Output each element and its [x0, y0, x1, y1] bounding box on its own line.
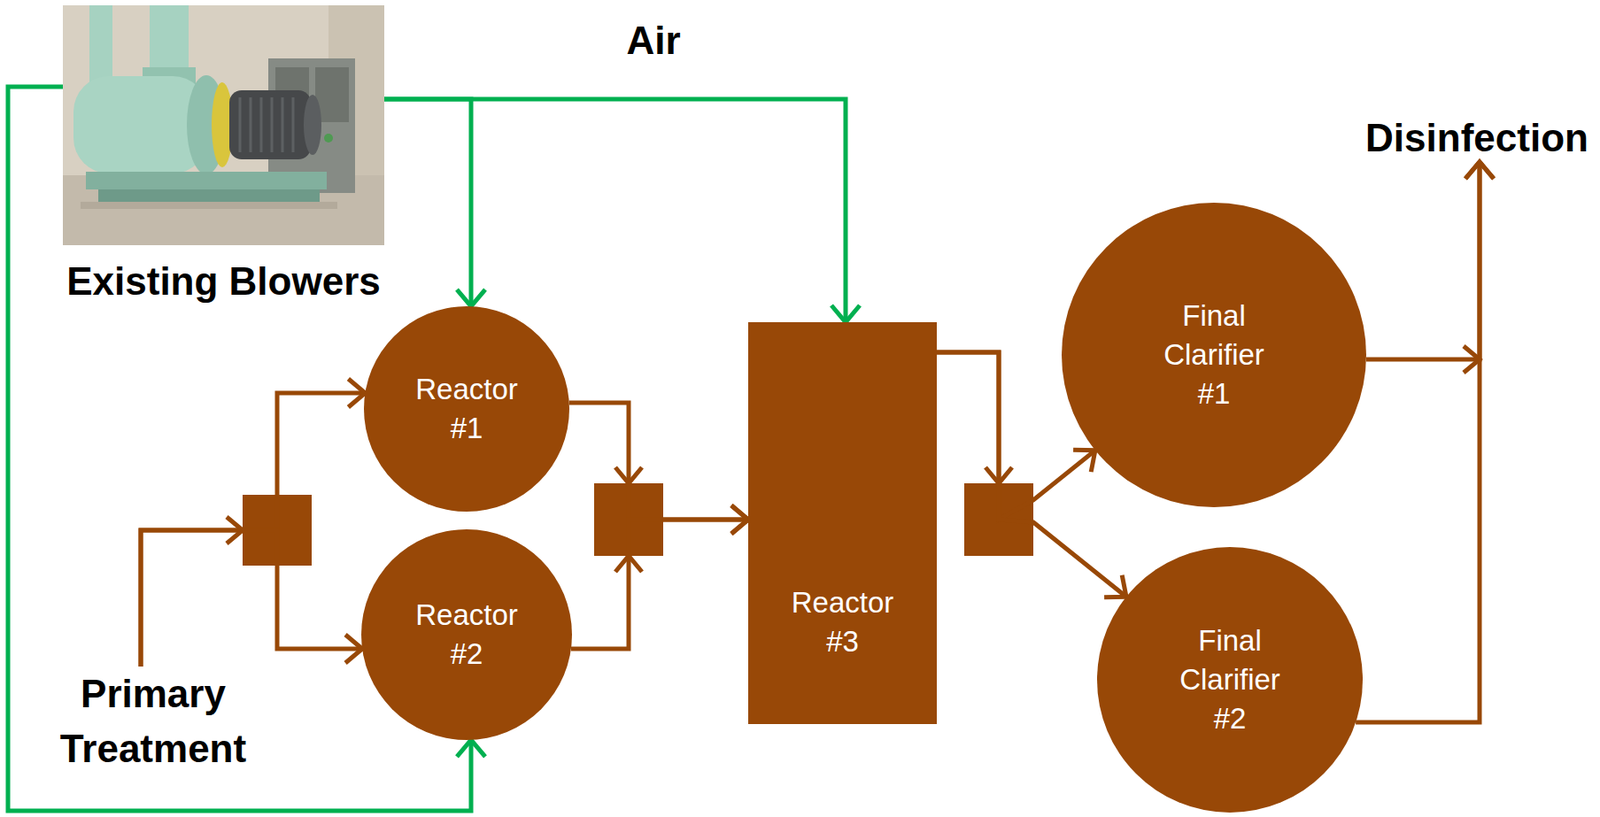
- flow-label: Air: [626, 17, 681, 65]
- circle-fill: [1061, 202, 1367, 508]
- stage-label: Existing Blowers: [66, 258, 381, 306]
- arrowhead: [1073, 449, 1096, 472]
- circle-fill: [1097, 547, 1363, 813]
- flow-connector: [140, 530, 363, 667]
- flow-connector: [140, 378, 365, 667]
- reactor-circle: Reactor #2: [361, 529, 572, 741]
- source-label: Primary Treatment: [60, 666, 247, 776]
- reactor-circle: Reactor #1: [363, 306, 570, 512]
- clarifier-circle: Final Clarifier #2: [1097, 547, 1363, 813]
- destination-label: Disinfection: [1365, 115, 1589, 163]
- flow-connector: [1366, 162, 1494, 360]
- reactor-tank: Reactor #3: [748, 322, 937, 725]
- connector-line: [140, 530, 363, 667]
- unit-name: Reactor #3: [791, 583, 895, 662]
- arrowhead: [1465, 162, 1494, 179]
- photo-motor-end: [303, 94, 322, 155]
- stage-label: Disinfection: [1365, 115, 1589, 163]
- arrowhead: [456, 289, 486, 307]
- unit-name: Final Clarifier #1: [1163, 296, 1265, 414]
- photo-motor-ribs: [239, 97, 294, 153]
- photo-shadow: [80, 201, 338, 209]
- flow-connector: [571, 505, 749, 650]
- arrowhead: [347, 378, 365, 408]
- connector-line: [140, 393, 365, 667]
- connector-line: [384, 99, 846, 323]
- label-holder: Air: [626, 17, 681, 65]
- circle-fill: [361, 529, 572, 741]
- unit-name: Final Clarifier #2: [1179, 621, 1281, 739]
- air-line: [384, 99, 486, 307]
- blower-node: Existing Blowers: [62, 5, 385, 306]
- connector-line: [571, 519, 749, 650]
- connector-line: [569, 402, 749, 520]
- photo-base-foot: [98, 189, 320, 202]
- connector-line: [1366, 162, 1480, 360]
- arrowhead: [456, 740, 486, 758]
- blower-photo: [62, 5, 385, 246]
- unit-name: Reactor #1: [415, 370, 518, 449]
- circle-fill: [363, 306, 570, 512]
- connector-line: [384, 99, 472, 307]
- arrowhead: [831, 305, 860, 323]
- photo-base: [85, 171, 327, 190]
- photo-duct: [149, 5, 189, 77]
- arrowhead: [1104, 575, 1127, 598]
- connector-line: [1355, 162, 1480, 723]
- unit-name: Reactor #2: [415, 595, 518, 674]
- flow-connector: [1355, 162, 1494, 723]
- photo-wall: [62, 5, 385, 246]
- flow-connector: [569, 402, 749, 534]
- clarifier-circle: Final Clarifier #1: [1061, 202, 1367, 508]
- circle-outline: [363, 306, 570, 512]
- photo-lamp: [324, 133, 333, 143]
- photo-motor: [229, 90, 311, 160]
- arrowhead: [345, 634, 363, 664]
- circle-outline: [361, 529, 572, 741]
- stage-label: Primary Treatment: [60, 666, 247, 776]
- air-line: [384, 99, 860, 323]
- arrowhead: [731, 505, 749, 534]
